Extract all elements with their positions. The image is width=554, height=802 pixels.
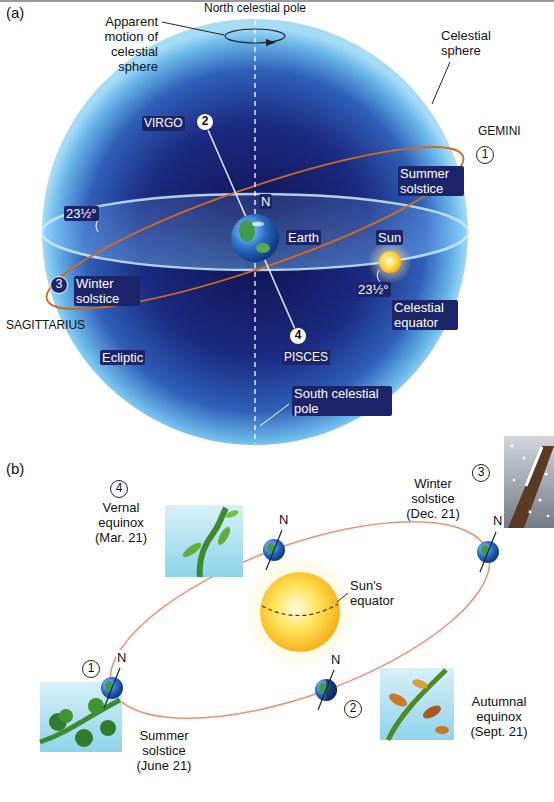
pole-label: South celestial pole: [292, 386, 392, 416]
ecliptic: [34, 119, 476, 338]
sun-equator-label: Sun's equator: [350, 578, 404, 608]
north-marker: N: [492, 513, 503, 528]
north-marker: N: [116, 650, 127, 665]
sun-equator-line: [262, 604, 338, 616]
sun-disc: [260, 572, 340, 652]
earth-night: [326, 679, 337, 701]
snowflake: [513, 479, 516, 482]
snowflake: [547, 515, 550, 518]
earth-land: [256, 243, 270, 253]
callout-number: 3: [50, 276, 68, 294]
panel-letter: (a): [6, 4, 24, 21]
leaf: [216, 525, 233, 546]
constellation-name: SAGITTARIUS: [6, 318, 85, 333]
branch: [508, 446, 554, 528]
panel-letter: (b): [6, 460, 24, 477]
earth-axis: [266, 530, 282, 570]
winter-picture: [504, 436, 554, 528]
spring-picture: [165, 505, 243, 577]
leaf: [387, 691, 409, 710]
callout-number: 1: [476, 146, 494, 164]
earth-label: Earth: [286, 230, 321, 245]
leaf: [75, 729, 93, 747]
angle-label: 23½°: [356, 282, 391, 297]
solstice-label: Winter solstice: [74, 276, 140, 306]
earth-vernal: [263, 530, 285, 570]
leader-line: [432, 62, 450, 104]
picture-ground: [504, 436, 554, 528]
sun-glow: [368, 240, 412, 284]
leaf: [411, 678, 429, 691]
callout-number: 4: [289, 327, 307, 345]
ecliptic-label: Ecliptic: [100, 350, 145, 365]
leaf: [181, 540, 204, 559]
season-label: Winter solstice (Dec. 21): [396, 476, 470, 521]
leader-line: [260, 404, 289, 426]
angle-arc: [377, 270, 380, 282]
picture-ground: [165, 505, 243, 577]
earth-axis: [318, 670, 334, 710]
snowflake: [529, 511, 532, 514]
earth-cloud: [252, 222, 264, 227]
earth-summer: [101, 668, 123, 708]
snowflake: [523, 457, 526, 460]
snow: [526, 447, 542, 486]
leaf: [59, 709, 73, 723]
earth-axis: [480, 532, 496, 572]
earth-globe: [231, 214, 279, 262]
snowflake: [544, 472, 547, 475]
season-label: Summer solstice (June 21): [128, 728, 200, 773]
sun-glow: [242, 554, 358, 670]
callout-number: 1: [82, 660, 100, 678]
sun-label: Sun: [376, 230, 403, 245]
callout-number: 2: [196, 113, 214, 131]
sun-disc: [379, 251, 401, 273]
celestial-sphere: [42, 19, 468, 445]
earth-axis: [104, 668, 120, 708]
earth-axis: [208, 130, 298, 336]
snowflake: [510, 444, 513, 447]
motion-label: Apparent motion of celestial sphere: [92, 14, 158, 74]
leaf: [421, 703, 443, 722]
picture-ground: [380, 668, 454, 740]
angle-label: 23½°: [64, 206, 99, 221]
north-marker: N: [330, 652, 341, 667]
leader-line: [162, 22, 224, 35]
leaf: [88, 698, 104, 714]
rotation-ellipse: [225, 29, 285, 43]
season-label: Vernal equinox (Mar. 21): [82, 500, 160, 545]
leaf: [435, 726, 449, 734]
callout-number: 4: [110, 480, 128, 498]
leaf: [224, 509, 239, 519]
pole-label: North celestial pole: [204, 1, 306, 16]
snowflake: [539, 499, 542, 502]
angle-arc: [96, 220, 98, 232]
sphere-label: Celestial sphere: [440, 28, 504, 58]
callout-number: 3: [472, 464, 490, 482]
north-marker: N: [278, 512, 289, 527]
constellation-name: VIRGO: [142, 116, 185, 131]
equator-label: Celestial equator: [392, 300, 458, 330]
season-label: Autumnal equinox (Sept. 21): [458, 694, 540, 739]
constellation-name: GEMINI: [478, 124, 521, 139]
solstice-label: Summer solstice: [398, 166, 464, 196]
rotation-arrowhead: [266, 39, 276, 46]
leader-line: [337, 593, 348, 602]
north-marker: N: [259, 194, 272, 209]
callout-number: 2: [344, 700, 362, 718]
earth-autumnal: [315, 670, 337, 710]
earth-winter: [477, 532, 499, 572]
constellation-name: PISCES: [282, 350, 330, 365]
autumn-picture: [380, 668, 454, 740]
leaf: [100, 720, 116, 736]
